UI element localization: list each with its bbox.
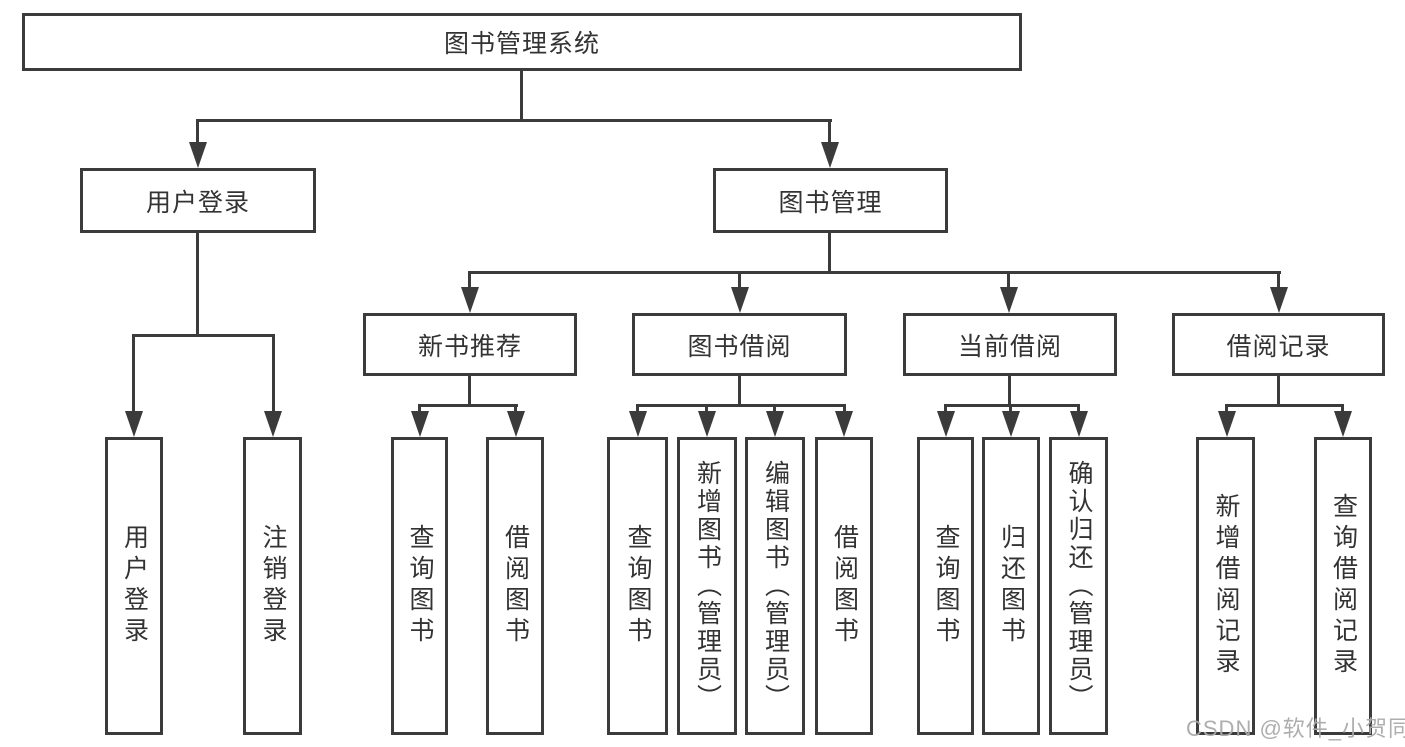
arrowhead-icon [1000, 287, 1018, 313]
connector-shaft [468, 271, 471, 289]
connector-shaft [132, 334, 135, 412]
arrowhead-icon [1002, 411, 1020, 437]
node-label: 图书借阅 [687, 332, 792, 361]
leaf-label: 查询图书 [932, 524, 960, 648]
leaf-label: 编辑图书（管理员） [761, 460, 790, 712]
leaf-logout: 注销登录 [243, 437, 302, 735]
connector-shaft [1009, 404, 1012, 414]
connector-shaft [843, 404, 846, 414]
node-current-borrow: 当前借阅 [903, 313, 1117, 376]
leaf-query-books: 查询图书 [607, 437, 668, 735]
connector-shaft [196, 119, 199, 145]
node-user-login: 用户登录 [80, 168, 316, 233]
connector-shaft [1341, 404, 1344, 414]
leaf-borrow-books: 借阅图书 [486, 437, 544, 735]
node-label: 图书管理系统 [443, 30, 600, 58]
node-label: 新书推荐 [417, 332, 522, 361]
connector-shaft [418, 404, 421, 414]
leaf-label: 查询图书 [406, 524, 434, 648]
connector-stem [738, 376, 741, 407]
arrowhead-icon [1270, 287, 1288, 313]
leaf-add-borrow-record: 新增借阅记录 [1196, 437, 1255, 735]
connector-branch [636, 404, 846, 407]
csdn-watermark: CSDN @软件_小贺同学 [1186, 716, 1405, 741]
arrowhead-icon [698, 411, 716, 437]
connector-shaft [1225, 404, 1228, 414]
arrowhead-icon [507, 411, 525, 437]
arrowhead-icon [125, 411, 143, 437]
arrowhead-icon [411, 411, 429, 437]
leaf-edit-books-admin: 编辑图书（管理员） [745, 437, 805, 735]
connector-shaft [636, 404, 639, 414]
connector-branch [469, 271, 1281, 274]
connector-stem [1008, 376, 1011, 407]
node-book-borrow: 图书借阅 [632, 313, 847, 376]
connector-shaft [1077, 404, 1080, 414]
leaf-user-login: 用户登录 [105, 437, 163, 735]
leaf-return-books: 归还图书 [982, 437, 1040, 735]
leaf-add-books-admin: 新增图书（管理员） [677, 437, 737, 735]
arrowhead-icon [1218, 411, 1236, 437]
connector-root-stem [520, 71, 523, 121]
leaf-query-books: 查询图书 [391, 437, 448, 735]
leaf-label: 新增图书（管理员） [693, 460, 722, 712]
node-label: 当前借阅 [957, 332, 1062, 361]
connector-branch [1225, 404, 1344, 407]
leaf-label: 确认归还（管理员） [1065, 460, 1093, 712]
connector-shaft [828, 119, 831, 145]
connector-branch [132, 334, 275, 337]
connector-shaft [272, 334, 275, 412]
leaf-label: 注销登录 [259, 524, 287, 648]
connector-root-branch [196, 119, 832, 122]
arrowhead-icon [629, 411, 647, 437]
node-label: 借阅记录 [1226, 332, 1331, 361]
leaf-label: 借阅图书 [501, 524, 530, 648]
leaf-label: 新增借阅记录 [1212, 493, 1240, 679]
connector-shaft [738, 271, 741, 289]
node-label: 图书管理 [778, 188, 883, 217]
arrowhead-icon [835, 411, 853, 437]
leaf-query-books: 查询图书 [917, 437, 974, 735]
leaf-query-borrow-record: 查询借阅记录 [1314, 437, 1372, 735]
arrowhead-icon [766, 411, 784, 437]
arrowhead-icon [1070, 411, 1088, 437]
arrowhead-icon [937, 411, 955, 437]
arrowhead-icon [821, 142, 839, 168]
connector-stem [828, 233, 831, 274]
connector-branch [944, 404, 1080, 407]
leaf-label: 查询借阅记录 [1329, 493, 1358, 679]
connector-stem [1277, 376, 1280, 407]
leaf-label: 归还图书 [997, 524, 1026, 648]
arrowhead-icon [1334, 411, 1352, 437]
arrowhead-icon [189, 142, 207, 168]
node-new-book-recommend: 新书推荐 [363, 313, 577, 376]
leaf-confirm-return-admin: 确认归还（管理员） [1049, 437, 1108, 735]
node-library-system: 图书管理系统 [22, 13, 1022, 71]
leaf-borrow-books: 借阅图书 [815, 437, 873, 735]
node-book-management: 图书管理 [713, 168, 948, 233]
connector-shaft [1277, 271, 1280, 289]
leaf-label: 用户登录 [120, 524, 149, 648]
connector-shaft [944, 404, 947, 414]
connector-shaft [773, 404, 776, 414]
leaf-label: 借阅图书 [830, 524, 859, 648]
arrowhead-icon [264, 411, 282, 437]
connector-shaft [705, 404, 708, 414]
node-label: 用户登录 [145, 188, 250, 217]
connector-stem [468, 376, 471, 407]
arrowhead-icon [461, 287, 479, 313]
arrowhead-icon [731, 287, 749, 313]
node-borrow-records: 借阅记录 [1172, 313, 1385, 376]
connector-shaft [514, 404, 517, 414]
leaf-label: 查询图书 [624, 524, 652, 648]
connector-shaft [1007, 271, 1010, 289]
connector-stem [196, 233, 199, 337]
connector-branch [418, 404, 518, 407]
